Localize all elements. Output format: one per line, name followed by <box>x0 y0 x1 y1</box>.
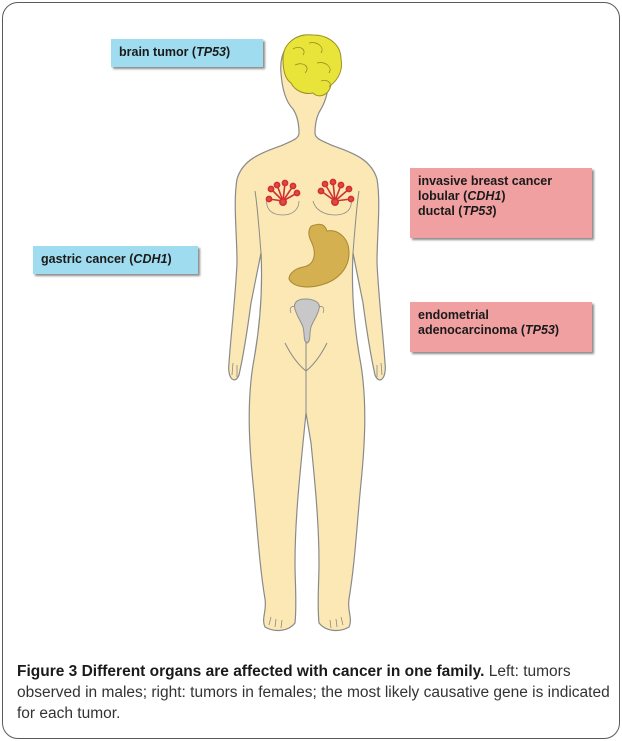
breast-cancer-line3: ductal (TP53) <box>418 204 584 219</box>
label-brain-tumor: brain tumor (TP53) <box>111 39 263 67</box>
brain-tumor-gene: TP53 <box>196 45 226 59</box>
label-breast-cancer: invasive breast cancer lobular (CDH1) du… <box>410 168 592 238</box>
gastric-cancer-gene: CDH1 <box>133 252 167 266</box>
ductal-gene: TP53 <box>462 204 492 218</box>
endometrial-line2: adenocarcinoma (TP53) <box>418 323 584 338</box>
breast-cancer-line2: lobular (CDH1) <box>418 189 584 204</box>
breast-cancer-line1: invasive breast cancer <box>418 174 584 189</box>
gastric-cancer-close: ) <box>167 252 171 266</box>
figure-caption: Figure 3 Different organs are affected w… <box>17 661 613 724</box>
lobular-gene: CDH1 <box>467 189 501 203</box>
lobular-close: ) <box>501 189 505 203</box>
brain-tumor-close: ) <box>226 45 230 59</box>
adenocarcinoma-close: ) <box>555 323 559 337</box>
endometrial-line1: endometrial <box>418 308 584 323</box>
body-diagram: brain tumor (TP53) gastric cancer (CDH1)… <box>3 3 620 653</box>
label-gastric-cancer: gastric cancer (CDH1) <box>33 246 198 274</box>
gastric-cancer-text: gastric cancer ( <box>41 252 133 266</box>
adenocarcinoma-text: adenocarcinoma ( <box>418 323 525 337</box>
ductal-text: ductal ( <box>418 204 462 218</box>
label-endometrial: endometrial adenocarcinoma (TP53) <box>410 302 592 352</box>
lobular-text: lobular ( <box>418 189 467 203</box>
brain-tumor-text: brain tumor ( <box>119 45 196 59</box>
caption-title: Figure 3 Different organs are affected w… <box>17 663 484 680</box>
adenocarcinoma-gene: TP53 <box>525 323 555 337</box>
ductal-close: ) <box>492 204 496 218</box>
